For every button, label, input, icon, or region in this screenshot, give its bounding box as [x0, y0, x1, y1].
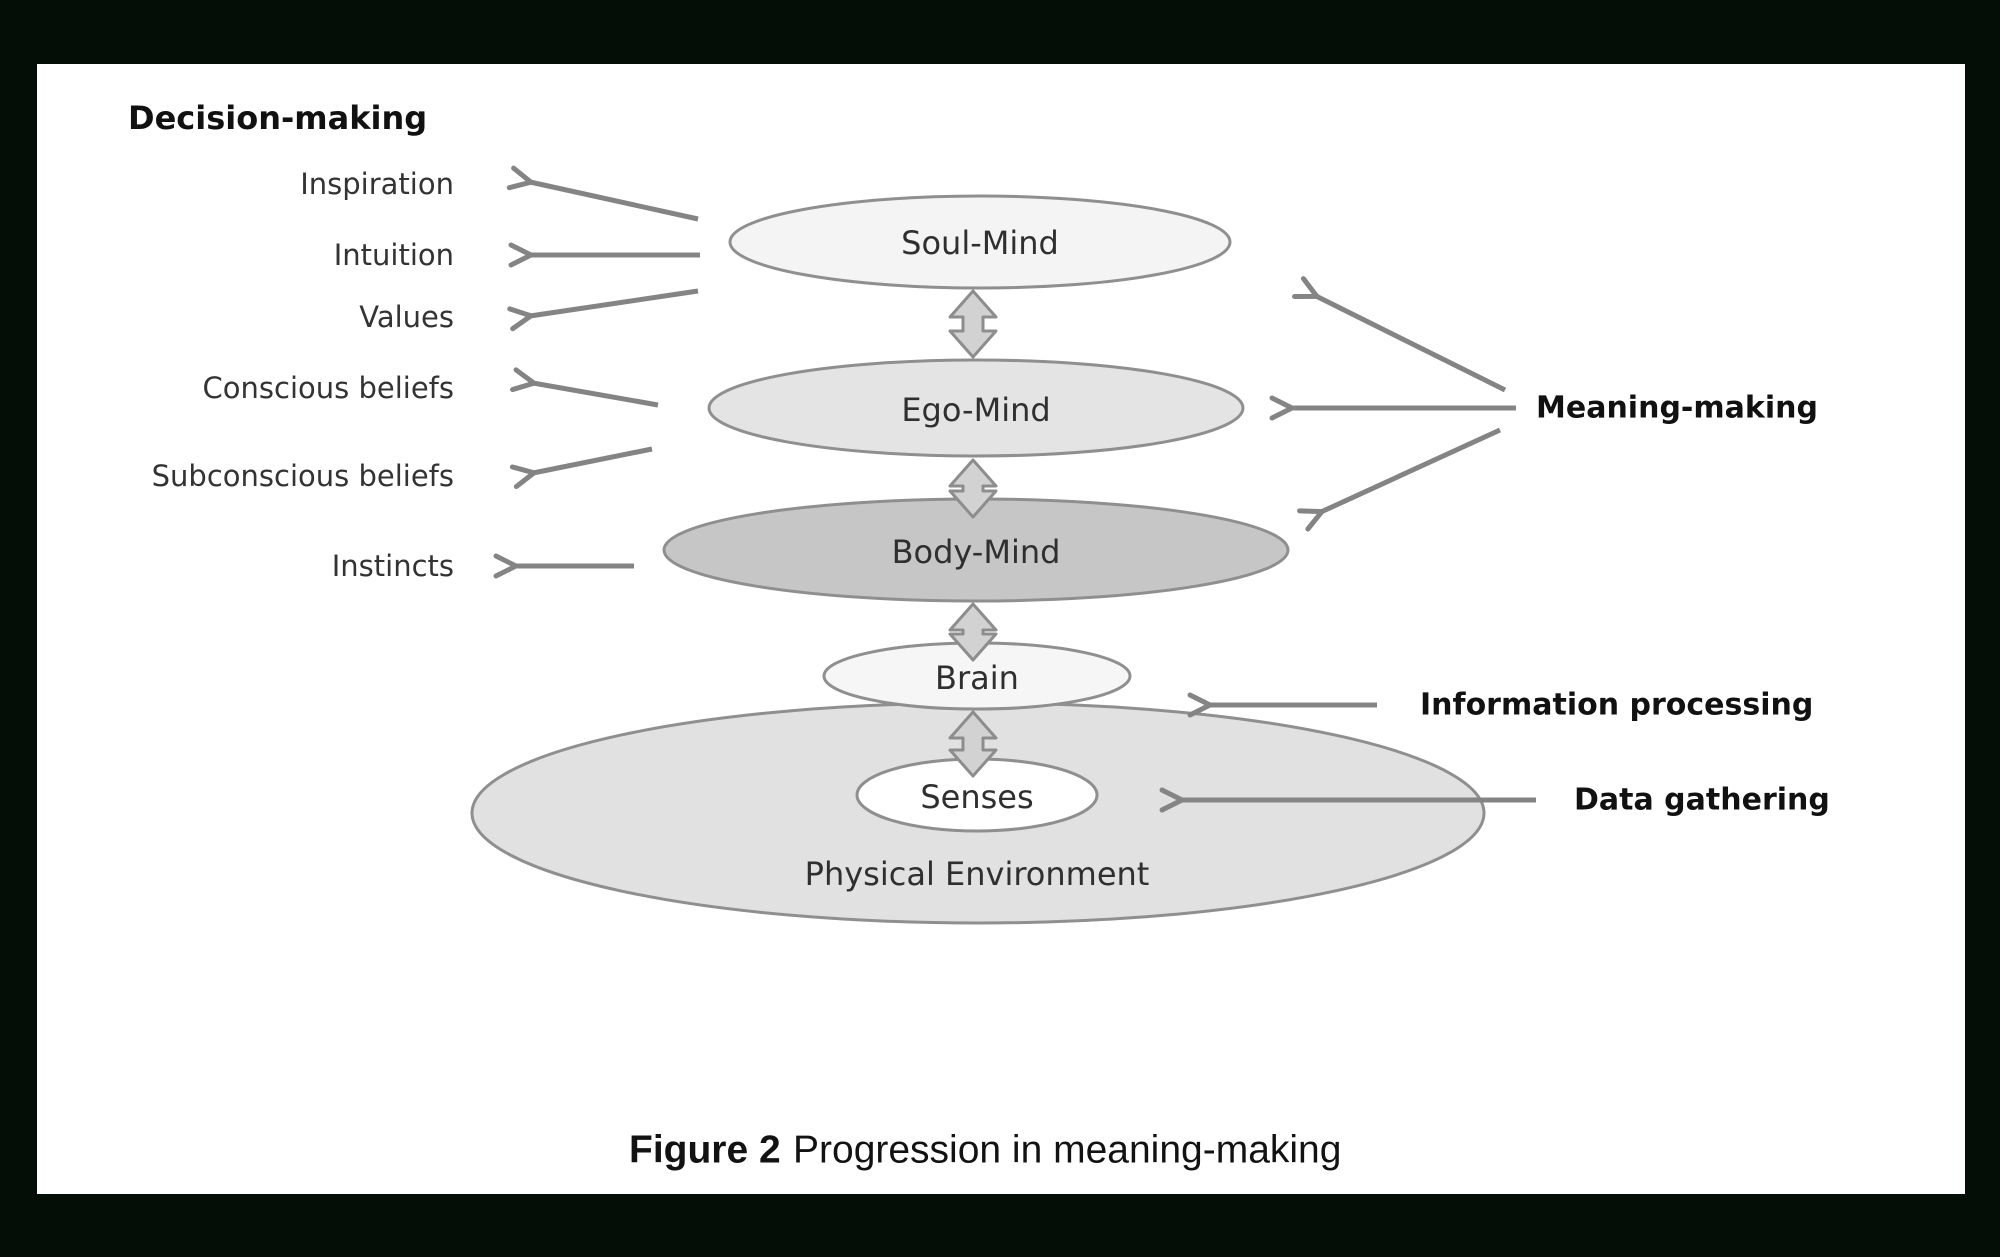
values-arrow: [507, 288, 699, 332]
caption-figure-number: Figure 2: [629, 1129, 781, 1172]
body-brain-double-arrow: [948, 602, 998, 662]
meaning-making-label: Meaning-making: [1536, 391, 1818, 426]
meaning-making-to-body-arrow: [1297, 427, 1502, 532]
subconscious-beliefs-arrow: [509, 446, 653, 490]
subconscious-beliefs-label: Subconscious beliefs: [152, 459, 454, 493]
ego-body-double-arrow: [948, 458, 998, 519]
conscious-beliefs-label: Conscious beliefs: [203, 371, 454, 405]
brain-label: Brain: [935, 659, 1019, 697]
data-gathering-label: Data gathering: [1574, 783, 1830, 818]
inspiration-label: Inspiration: [300, 167, 454, 201]
inspiration-arrow: [506, 165, 699, 222]
caption-title: Progression in meaning-making: [793, 1129, 1341, 1172]
meaning-making-to-soul-arrow: [1292, 276, 1507, 393]
body-mind-label: Body-Mind: [892, 533, 1061, 571]
physical-environment-label: Physical Environment: [805, 855, 1150, 893]
information-processing-label: Information processing: [1420, 688, 1813, 723]
ego-mind-label: Ego-Mind: [901, 391, 1050, 429]
ego-mind-ellipse: [707, 358, 1245, 458]
instincts-label: Instincts: [332, 549, 454, 583]
conscious-beliefs-arrow: [510, 367, 659, 408]
soul-mind-ellipse: [728, 194, 1232, 290]
intuition-label: Intuition: [334, 238, 454, 272]
senses-label: Senses: [920, 778, 1033, 816]
brain-senses-double-arrow: [948, 710, 998, 778]
soul-mind-label: Soul-Mind: [901, 224, 1059, 262]
values-label: Values: [359, 300, 454, 334]
decision-making-header: Decision-making: [128, 99, 427, 137]
soul-ego-double-arrow: [948, 289, 998, 359]
